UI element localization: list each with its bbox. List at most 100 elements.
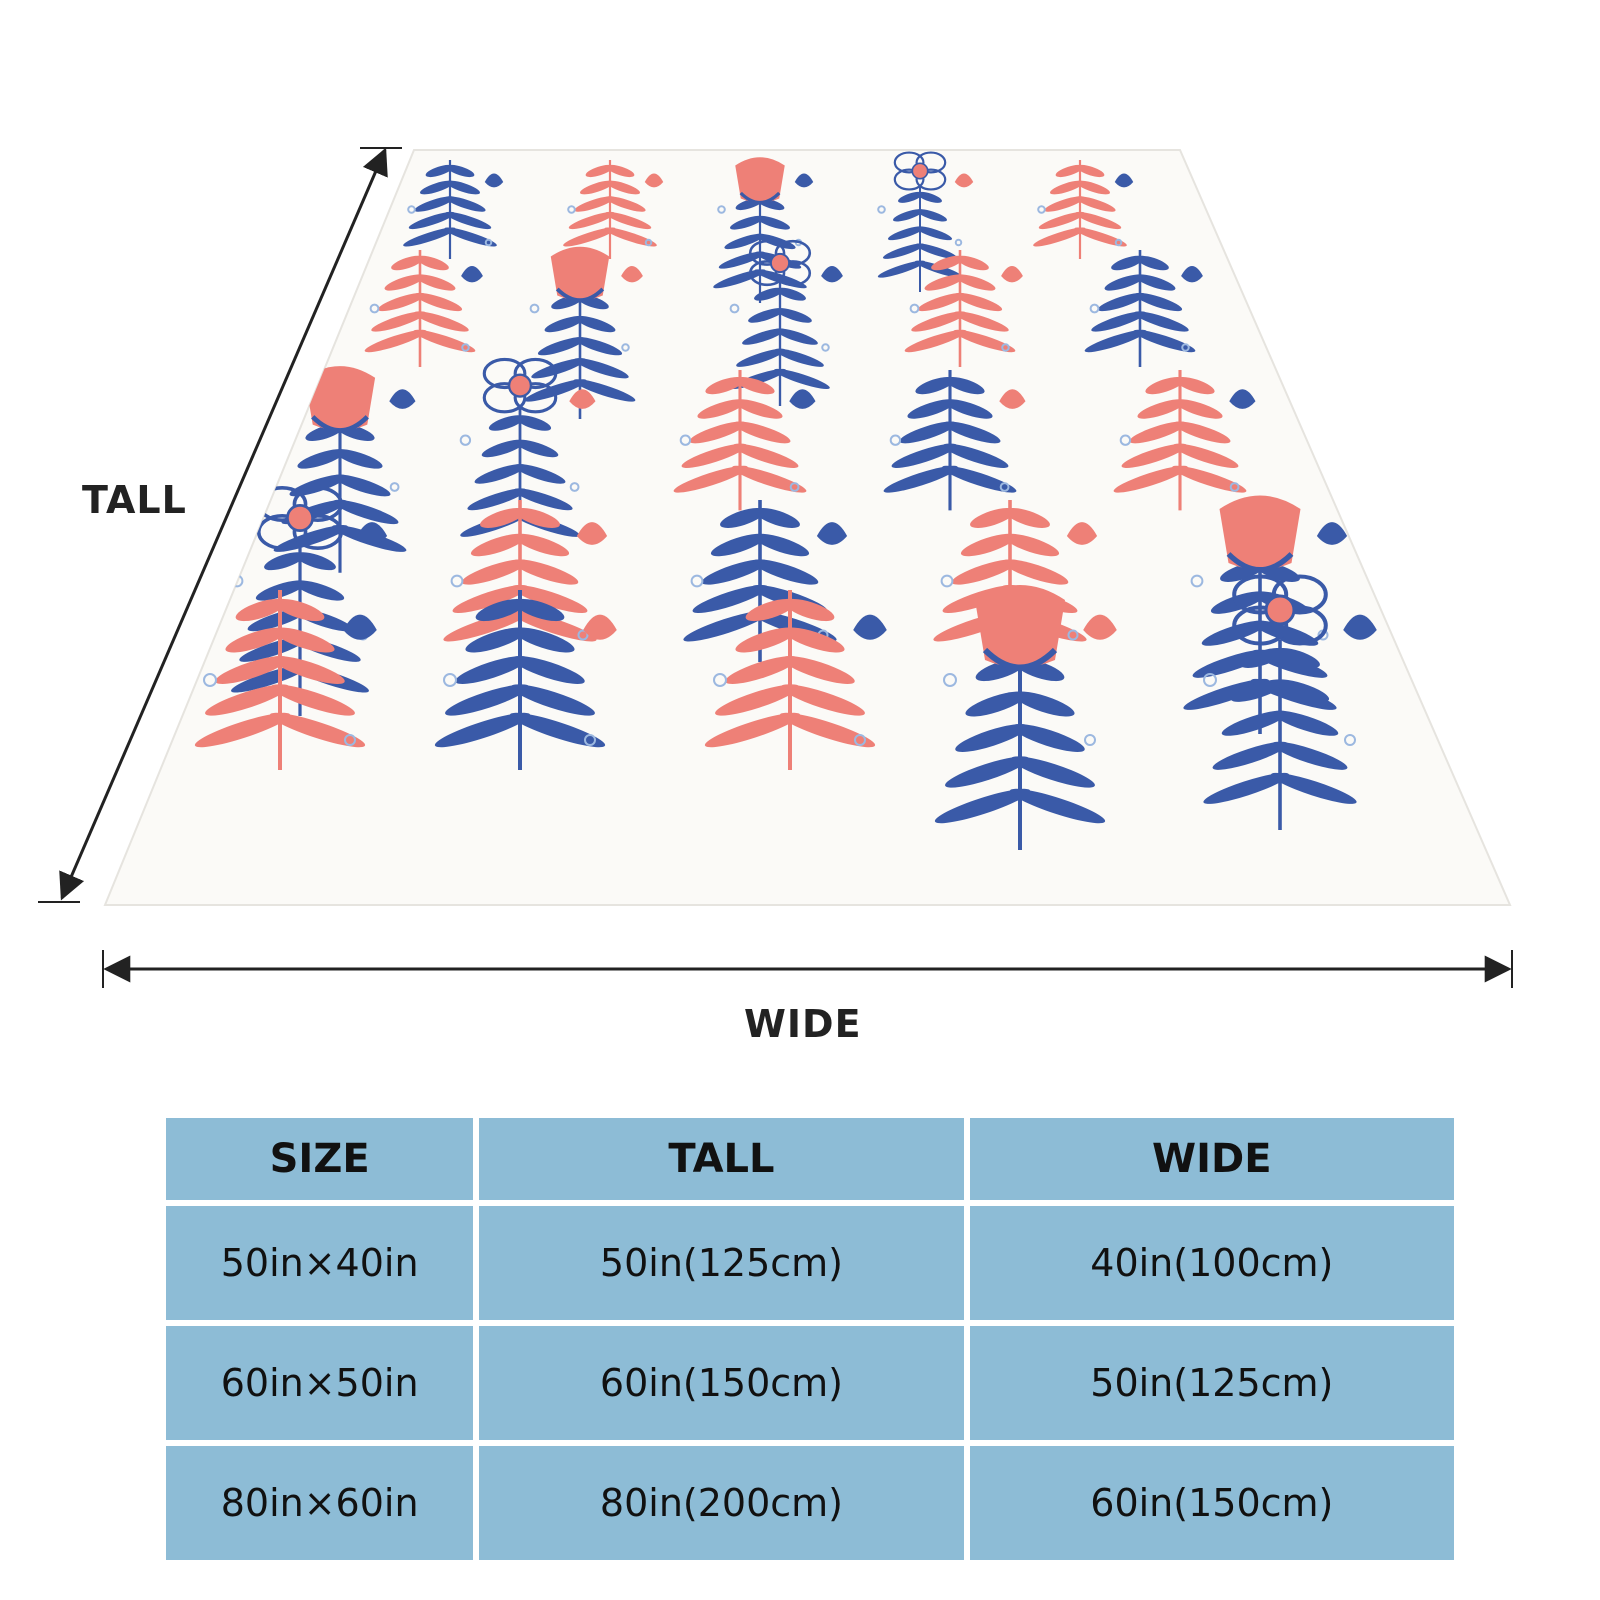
- small-bud-icon: [794, 173, 814, 188]
- leaf-icon: [606, 180, 640, 195]
- leaf-icon: [425, 164, 453, 178]
- leaf-icon: [931, 255, 964, 271]
- leaf-icon: [1212, 741, 1289, 770]
- leaf-icon: [511, 584, 588, 614]
- leaf-icon: [573, 379, 636, 402]
- decor-dot-icon: [567, 205, 576, 214]
- leaf-icon: [544, 315, 585, 333]
- daisy-flower-icon: [1264, 594, 1296, 626]
- leaf-icon: [916, 226, 953, 241]
- leaf-icon: [732, 465, 807, 493]
- leaf-icon: [1050, 180, 1084, 195]
- leaf-icon: [1113, 465, 1188, 493]
- leaf-icon: [705, 376, 745, 395]
- tulip-base-icon: [982, 647, 1058, 671]
- leaf-icon: [580, 180, 614, 195]
- leaf-icon: [1203, 772, 1290, 804]
- decor-dot-icon: [717, 205, 726, 214]
- leaf-icon: [481, 439, 525, 458]
- leaf-icon: [1172, 465, 1247, 493]
- leaf-icon: [1009, 788, 1106, 824]
- leaf-icon: [1055, 164, 1083, 178]
- leaf-icon: [1135, 274, 1176, 291]
- leaf-icon: [916, 209, 947, 222]
- decor-dot-icon: [940, 574, 954, 588]
- leaf-icon: [563, 227, 616, 247]
- tulip-base-icon: [555, 287, 605, 303]
- decor-dot-icon: [584, 734, 596, 746]
- leaf-icon: [1230, 679, 1286, 702]
- leaf-icon: [408, 211, 455, 230]
- leaf-icon: [1044, 196, 1085, 212]
- decor-dot-icon: [729, 303, 740, 314]
- leaf-icon: [568, 211, 615, 230]
- leaf-icon: [413, 329, 476, 353]
- decor-dot-icon: [1084, 734, 1096, 746]
- leaf-icon: [467, 488, 527, 511]
- leaf-icon: [1076, 180, 1110, 195]
- leaf-icon: [515, 508, 560, 528]
- leaf-icon: [514, 464, 566, 484]
- leaf-icon: [704, 712, 801, 748]
- small-bud-icon: [1066, 522, 1098, 545]
- leaf-icon: [1003, 559, 1069, 585]
- leaf-icon: [1011, 756, 1095, 788]
- leaf-icon: [514, 598, 565, 622]
- decor-dot-icon: [1344, 734, 1356, 746]
- tulip-icon: [550, 246, 610, 301]
- leaf-icon: [689, 421, 747, 444]
- decor-dot-icon: [954, 238, 963, 247]
- small-bud-icon: [1181, 265, 1203, 283]
- daisy-petal-icon: [915, 151, 947, 174]
- small-bud-icon: [461, 265, 483, 283]
- decor-dot-icon: [529, 303, 540, 314]
- leaf-icon: [1097, 292, 1146, 312]
- leaf-icon: [904, 329, 967, 353]
- leaf-icon: [574, 358, 629, 379]
- leaf-icon: [1183, 678, 1270, 710]
- leaf-icon: [604, 227, 657, 247]
- leaf-icon: [776, 308, 812, 323]
- leaf-icon: [720, 508, 765, 528]
- leaf-icon: [924, 274, 965, 291]
- decor-dot-icon: [621, 343, 630, 352]
- leaf-icon: [531, 358, 586, 379]
- leaf-icon: [1077, 164, 1105, 178]
- leaf-icon: [945, 376, 985, 395]
- leaf-icon: [509, 712, 606, 748]
- decor-dot-icon: [690, 574, 704, 588]
- decor-dot-icon: [1089, 303, 1100, 314]
- leaf-icon: [701, 559, 767, 585]
- decor-dot-icon: [1037, 205, 1046, 214]
- leaf-icon: [734, 399, 783, 419]
- daisy-flower-icon: [769, 252, 791, 274]
- leaf-icon: [715, 684, 799, 716]
- leaf-icon: [605, 211, 652, 230]
- small-bud-icon: [389, 389, 416, 409]
- tall-label: TALL: [82, 478, 187, 522]
- small-bud-icon: [576, 522, 608, 545]
- decor-dot-icon: [877, 205, 886, 214]
- leaf-icon: [416, 255, 449, 271]
- leaf-icon: [1275, 648, 1320, 668]
- small-bud-icon: [484, 173, 504, 188]
- leaf-icon: [944, 399, 993, 419]
- leaf-icon: [954, 311, 1009, 332]
- leaf-icon: [1075, 211, 1122, 230]
- tulip-base-icon: [739, 191, 781, 205]
- leaf-icon: [1274, 679, 1330, 702]
- table-row: 50in×40in 50in(125cm) 40in(100cm): [166, 1206, 1454, 1320]
- leaf-icon: [434, 712, 531, 748]
- decor-dot-icon: [459, 434, 472, 446]
- daisy-flower-icon: [507, 373, 533, 398]
- leaf-icon: [733, 421, 791, 444]
- leaf-icon: [1273, 710, 1339, 736]
- wide-dimension-arrow: [102, 950, 1513, 988]
- daisy-petal-icon: [482, 382, 527, 414]
- leaf-icon: [725, 656, 798, 684]
- leaf-icon: [774, 368, 830, 390]
- small-bud-icon: [816, 522, 848, 545]
- decor-dot-icon: [943, 673, 957, 687]
- leaf-icon: [414, 311, 469, 332]
- leaf-icon: [917, 292, 966, 312]
